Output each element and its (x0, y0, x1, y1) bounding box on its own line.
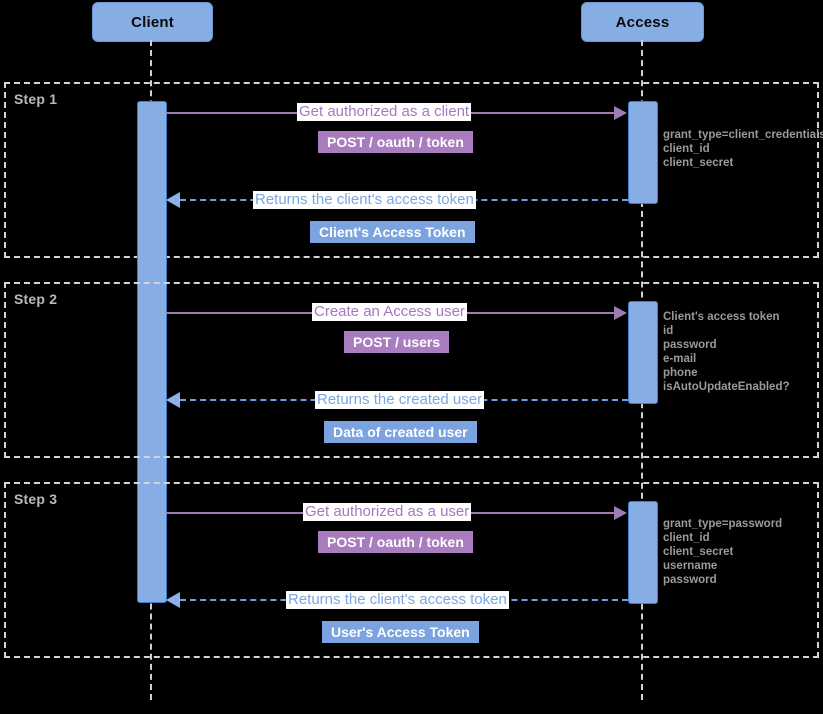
message-badge-response-1: Client's Access Token (310, 221, 475, 243)
annotation-line: e-mail (663, 353, 697, 365)
activation-bar-client (137, 101, 167, 603)
arrowhead-response-1-icon (166, 192, 180, 208)
arrowhead-response-3-icon (166, 592, 180, 608)
activation-bar-access-step3 (628, 501, 658, 604)
step-label-1: Step 1 (14, 91, 58, 107)
activation-bar-access-step2 (628, 301, 658, 404)
annotation-line: client_id (663, 143, 710, 155)
annotation-line: password (663, 574, 717, 586)
step-frame-3 (4, 482, 819, 658)
message-badge-request-2: POST / users (344, 331, 450, 353)
annotation-step-3: grant_type=password client_id client_sec… (663, 517, 782, 587)
message-label-response-2: Returns the created user (315, 391, 485, 409)
annotation-line: grant_type=client_credentials (663, 129, 823, 141)
annotation-line: grant_type=password (663, 518, 783, 530)
annotation-line: isAutoUpdateEnabled? (663, 381, 790, 393)
arrowhead-request-2-icon (614, 306, 627, 320)
annotation-line: client_id (663, 532, 710, 544)
annotation-line: password (663, 339, 717, 351)
step-label-3: Step 3 (14, 491, 58, 507)
annotation-step-1: grant_type=client_credentials client_id … (663, 128, 823, 170)
annotation-line: client_secret (663, 157, 734, 169)
participant-access-label: Access (615, 13, 670, 31)
arrowhead-request-1-icon (614, 106, 627, 120)
message-badge-request-3: POST / oauth / token (318, 531, 473, 553)
message-badge-response-3: User's Access Token (322, 621, 479, 643)
participant-access[interactable]: Access (581, 2, 704, 42)
annotation-line: Client's access token (663, 311, 780, 323)
message-label-request-3: Get authorized as a user (303, 503, 472, 521)
step-frame-1 (4, 82, 819, 258)
annotation-line: username (663, 560, 718, 572)
message-label-response-1: Returns the client's access token (253, 191, 476, 209)
arrowhead-request-3-icon (614, 506, 627, 520)
message-badge-response-2: Data of created user (324, 421, 477, 443)
step-label-2: Step 2 (14, 291, 58, 307)
annotation-line: phone (663, 367, 698, 379)
message-label-request-1: Get authorized as a client (297, 103, 472, 121)
message-badge-request-1: POST / oauth / token (318, 131, 473, 153)
annotation-line: id (663, 325, 674, 337)
participant-client-label: Client (131, 13, 174, 31)
message-label-request-2: Create an Access user (312, 303, 467, 321)
annotation-line: client_secret (663, 546, 734, 558)
participant-client[interactable]: Client (92, 2, 213, 42)
step-frame-2 (4, 282, 819, 458)
arrowhead-response-2-icon (166, 392, 180, 408)
message-label-response-3: Returns the client's access token (286, 591, 509, 609)
activation-bar-access-step1 (628, 101, 658, 204)
annotation-step-2: Client's access token id password e-mail… (663, 310, 790, 394)
